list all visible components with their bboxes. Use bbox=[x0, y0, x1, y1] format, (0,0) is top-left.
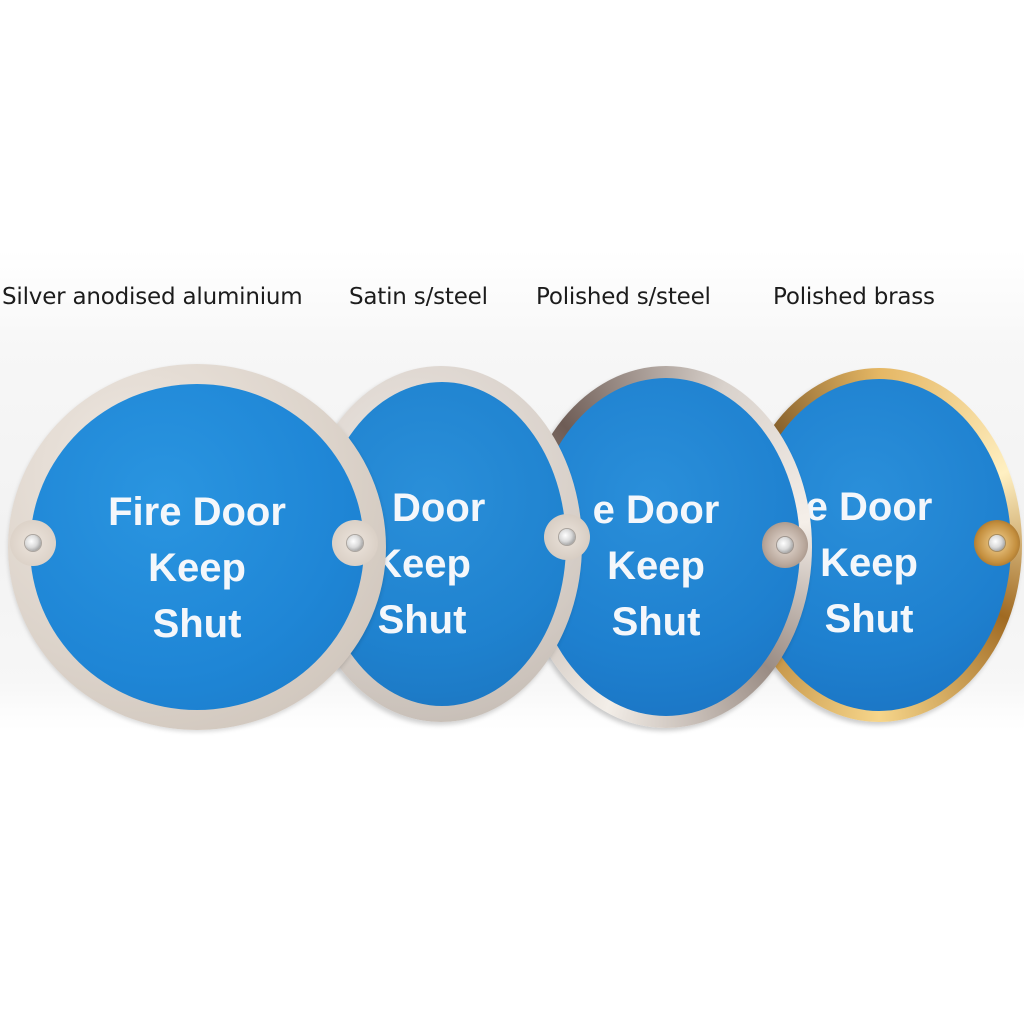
legend-line-2: Keep bbox=[148, 546, 246, 590]
screw-icon bbox=[559, 529, 575, 545]
fixing-lug-right bbox=[332, 520, 378, 566]
screw-icon bbox=[25, 535, 41, 551]
fixing-lug-right bbox=[974, 520, 1020, 566]
screw-icon bbox=[989, 535, 1005, 551]
caption-silver-anodised-aluminium: Silver anodised aluminium bbox=[2, 284, 303, 310]
sign-legend: Fire Door Keep Shut bbox=[30, 484, 364, 652]
legend-line-3: Shut bbox=[377, 598, 467, 642]
legend-line-3: Shut bbox=[824, 597, 914, 641]
screw-icon bbox=[777, 537, 793, 553]
sign-legend: e Door Keep Shut bbox=[747, 479, 1011, 647]
sign-plate-silver-anodised-aluminium: Fire Door Keep Shut bbox=[8, 364, 386, 730]
fixing-lug-right bbox=[762, 522, 808, 568]
caption-polished-brass: Polished brass bbox=[773, 284, 935, 310]
legend-line-2: Keep bbox=[373, 542, 471, 586]
legend-line-3: Shut bbox=[611, 600, 701, 644]
screw-icon bbox=[347, 535, 363, 551]
caption-satin-steel: Satin s/steel bbox=[349, 284, 488, 310]
legend-line-3: Shut bbox=[152, 602, 242, 646]
fixing-lug-right bbox=[544, 514, 590, 560]
legend-line-1: e Door bbox=[592, 488, 720, 532]
legend-line-2: Keep bbox=[820, 541, 918, 585]
caption-polished-steel: Polished s/steel bbox=[536, 284, 711, 310]
legend-line-1: Fire Door bbox=[108, 490, 286, 534]
legend-line-1: e Door bbox=[805, 485, 933, 529]
fixing-lug-left bbox=[10, 520, 56, 566]
sign-face: Fire Door Keep Shut bbox=[30, 384, 364, 710]
sign-legend: e Door Keep Shut bbox=[532, 482, 800, 650]
legend-line-2: Keep bbox=[607, 544, 705, 588]
